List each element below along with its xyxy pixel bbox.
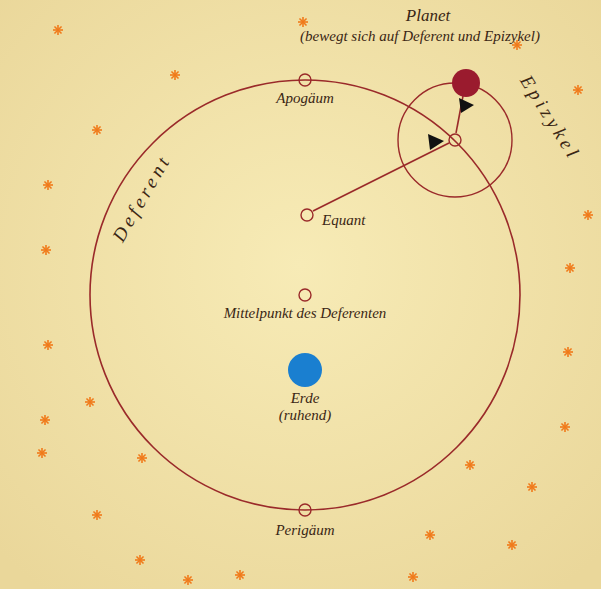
earth-label: Erde (ruhend) (270, 390, 340, 425)
planet-disc (452, 69, 480, 97)
apogee-label: Apogäum (276, 90, 334, 107)
star (298, 17, 308, 27)
star (183, 575, 193, 585)
perigee-label: Perigäum (275, 522, 334, 539)
star-field (37, 17, 593, 585)
apogee-marker (299, 74, 311, 86)
star (37, 448, 47, 458)
star (465, 460, 475, 470)
deferent-label: Deferent (108, 150, 176, 246)
deferent-center-marker (299, 289, 311, 301)
motion-arrow (428, 134, 444, 150)
star (40, 415, 50, 425)
equant-line (313, 143, 449, 211)
planet-label: Planet (406, 6, 450, 26)
equant-label: Equant (322, 212, 365, 229)
epicycle-label: Epizykel (515, 71, 585, 164)
star (408, 572, 418, 582)
deferent-center-label: Mittelpunkt des Deferenten (224, 305, 387, 322)
epicycle-center-marker (449, 134, 461, 146)
star (137, 453, 147, 463)
deferent-circle (90, 80, 520, 510)
perigee-marker (299, 504, 311, 516)
motion-arrow (459, 98, 474, 113)
planet-note: (bewegt sich auf Deferent und Epizykel) (300, 28, 540, 45)
star (565, 263, 575, 273)
star (583, 210, 593, 220)
star (507, 540, 517, 550)
epicycle-circle (398, 83, 512, 197)
star (43, 180, 53, 190)
star (41, 245, 51, 255)
star (425, 530, 435, 540)
star (135, 555, 145, 565)
star (560, 422, 570, 432)
star (573, 85, 583, 95)
star (170, 70, 180, 80)
earth-disc (288, 353, 322, 387)
star (92, 510, 102, 520)
star (92, 125, 102, 135)
star (527, 482, 537, 492)
star (85, 397, 95, 407)
star (235, 570, 245, 580)
star (43, 340, 53, 350)
star (53, 25, 63, 35)
equant-marker (301, 209, 313, 221)
star (563, 347, 573, 357)
